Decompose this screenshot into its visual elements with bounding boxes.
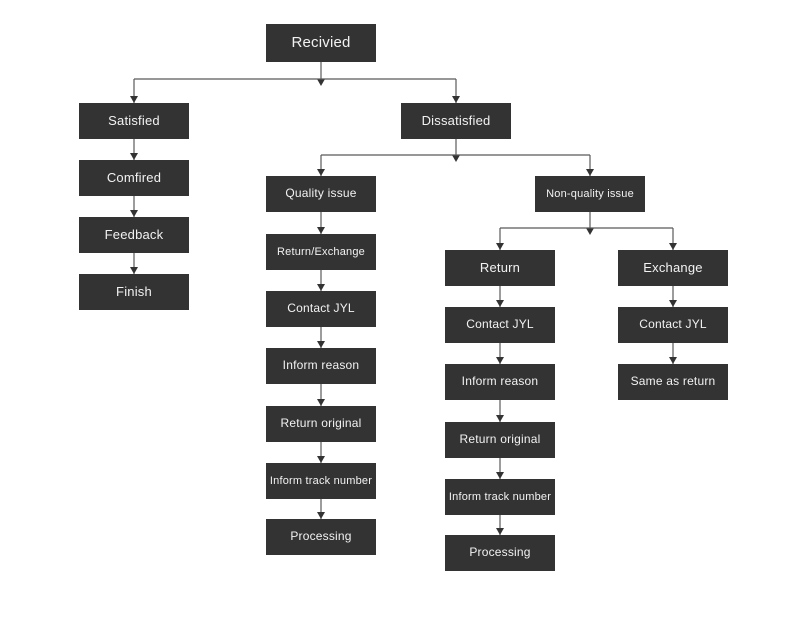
arrowhead xyxy=(452,155,460,162)
arrowhead xyxy=(496,415,504,422)
arrowhead xyxy=(586,169,594,176)
node-finish[interactable]: Finish xyxy=(79,274,189,310)
node-feedback[interactable]: Feedback xyxy=(79,217,189,253)
arrowhead xyxy=(669,243,677,250)
node-r-inform-reason[interactable]: Inform reason xyxy=(445,364,555,400)
arrowhead xyxy=(317,456,325,463)
node-comfired[interactable]: Comfired xyxy=(79,160,189,196)
node-e-contact-jyl[interactable]: Contact JYL xyxy=(618,307,728,343)
node-r-inform-track[interactable]: Inform track number xyxy=(445,479,555,515)
arrowhead xyxy=(130,153,138,160)
node-exchange[interactable]: Exchange xyxy=(618,250,728,286)
node-r-contact-jyl[interactable]: Contact JYL xyxy=(445,307,555,343)
arrowhead xyxy=(317,284,325,291)
node-dissatisfied[interactable]: Dissatisfied xyxy=(401,103,511,139)
arrowhead xyxy=(496,300,504,307)
arrowhead xyxy=(496,528,504,535)
arrowhead xyxy=(130,267,138,274)
node-q-return-original[interactable]: Return original xyxy=(266,406,376,442)
node-return[interactable]: Return xyxy=(445,250,555,286)
node-r-processing[interactable]: Processing xyxy=(445,535,555,571)
node-e-same-as-return[interactable]: Same as return xyxy=(618,364,728,400)
arrowhead xyxy=(669,357,677,364)
node-quality-issue[interactable]: Quality issue xyxy=(266,176,376,212)
node-satisfied[interactable]: Satisfied xyxy=(79,103,189,139)
arrowhead xyxy=(317,512,325,519)
node-q-inform-reason[interactable]: Inform reason xyxy=(266,348,376,384)
arrowhead xyxy=(130,210,138,217)
node-nonquality-issue[interactable]: Non-quality issue xyxy=(535,176,645,212)
arrowhead xyxy=(130,96,138,103)
arrowhead xyxy=(317,399,325,406)
arrowhead xyxy=(317,227,325,234)
node-q-processing[interactable]: Processing xyxy=(266,519,376,555)
node-r-return-original[interactable]: Return original xyxy=(445,422,555,458)
arrowhead xyxy=(496,357,504,364)
arrowhead xyxy=(669,300,677,307)
arrowhead xyxy=(452,96,460,103)
node-q-contact-jyl[interactable]: Contact JYL xyxy=(266,291,376,327)
node-q-return-exchange[interactable]: Return/Exchange xyxy=(266,234,376,270)
arrowhead xyxy=(317,169,325,176)
arrowhead xyxy=(496,243,504,250)
arrowhead xyxy=(586,228,594,235)
arrowhead xyxy=(317,341,325,348)
node-recivied[interactable]: Recivied xyxy=(266,24,376,62)
arrowhead xyxy=(317,79,325,86)
node-q-inform-track[interactable]: Inform track number xyxy=(266,463,376,499)
arrowhead xyxy=(496,472,504,479)
